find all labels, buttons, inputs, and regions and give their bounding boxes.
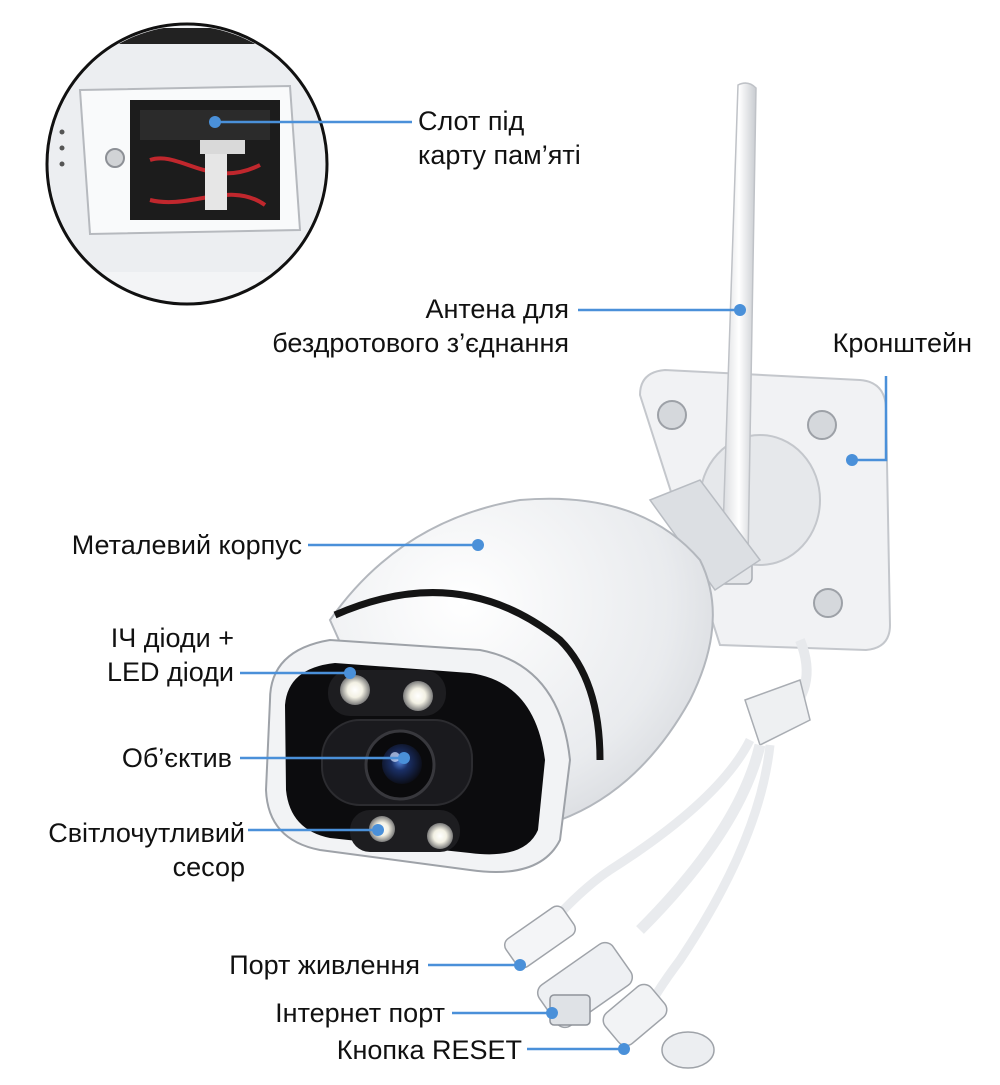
camera-body-shape	[264, 479, 762, 873]
label-memory-slot-line1: Слот під	[418, 106, 525, 136]
label-ir-led: ІЧ діоди + LED діоди	[107, 621, 234, 689]
cables-shape	[503, 638, 812, 1069]
label-metal-body-line1: Металевий корпус	[71, 530, 302, 560]
label-ir-led-line1: ІЧ діоди +	[110, 623, 234, 653]
label-lens-line1: Об’єктив	[121, 743, 232, 773]
label-power-port-line1: Порт живлення	[229, 950, 420, 980]
leader-lines	[215, 120, 888, 1051]
label-memory-slot-line2: карту пам’яті	[418, 140, 581, 170]
leader-dots	[209, 116, 858, 1055]
label-power-port: Порт живлення	[229, 948, 420, 982]
label-light-sensor: Світлочутливий сесор	[48, 816, 245, 884]
label-light-sensor-line2: сесор	[172, 852, 245, 882]
label-light-sensor-line1: Світлочутливий	[48, 818, 245, 848]
label-antenna-line2: бездротового з’єднання	[272, 328, 569, 358]
label-antenna: Антена для бездротового з’єднання	[272, 292, 569, 360]
label-reset-button: Кнопка RESET	[337, 1033, 522, 1067]
label-internet-port-line1: Інтернет порт	[275, 998, 445, 1028]
label-bracket-line1: Кронштейн	[832, 328, 972, 358]
label-reset-button-line1: Кнопка RESET	[336, 1035, 522, 1065]
label-lens: Об’єктив	[122, 741, 232, 775]
label-metal-body: Металевий корпус	[72, 528, 302, 562]
label-memory-slot: Слот під карту пам’яті	[418, 104, 581, 172]
leader-bracket	[852, 376, 888, 462]
label-antenna-line1: Антена для	[425, 294, 569, 324]
memory-slot-inset	[45, 22, 329, 306]
label-internet-port: Інтернет порт	[275, 996, 445, 1030]
label-ir-led-line2: LED діоди	[106, 657, 234, 687]
label-bracket: Кронштейн	[833, 326, 972, 360]
